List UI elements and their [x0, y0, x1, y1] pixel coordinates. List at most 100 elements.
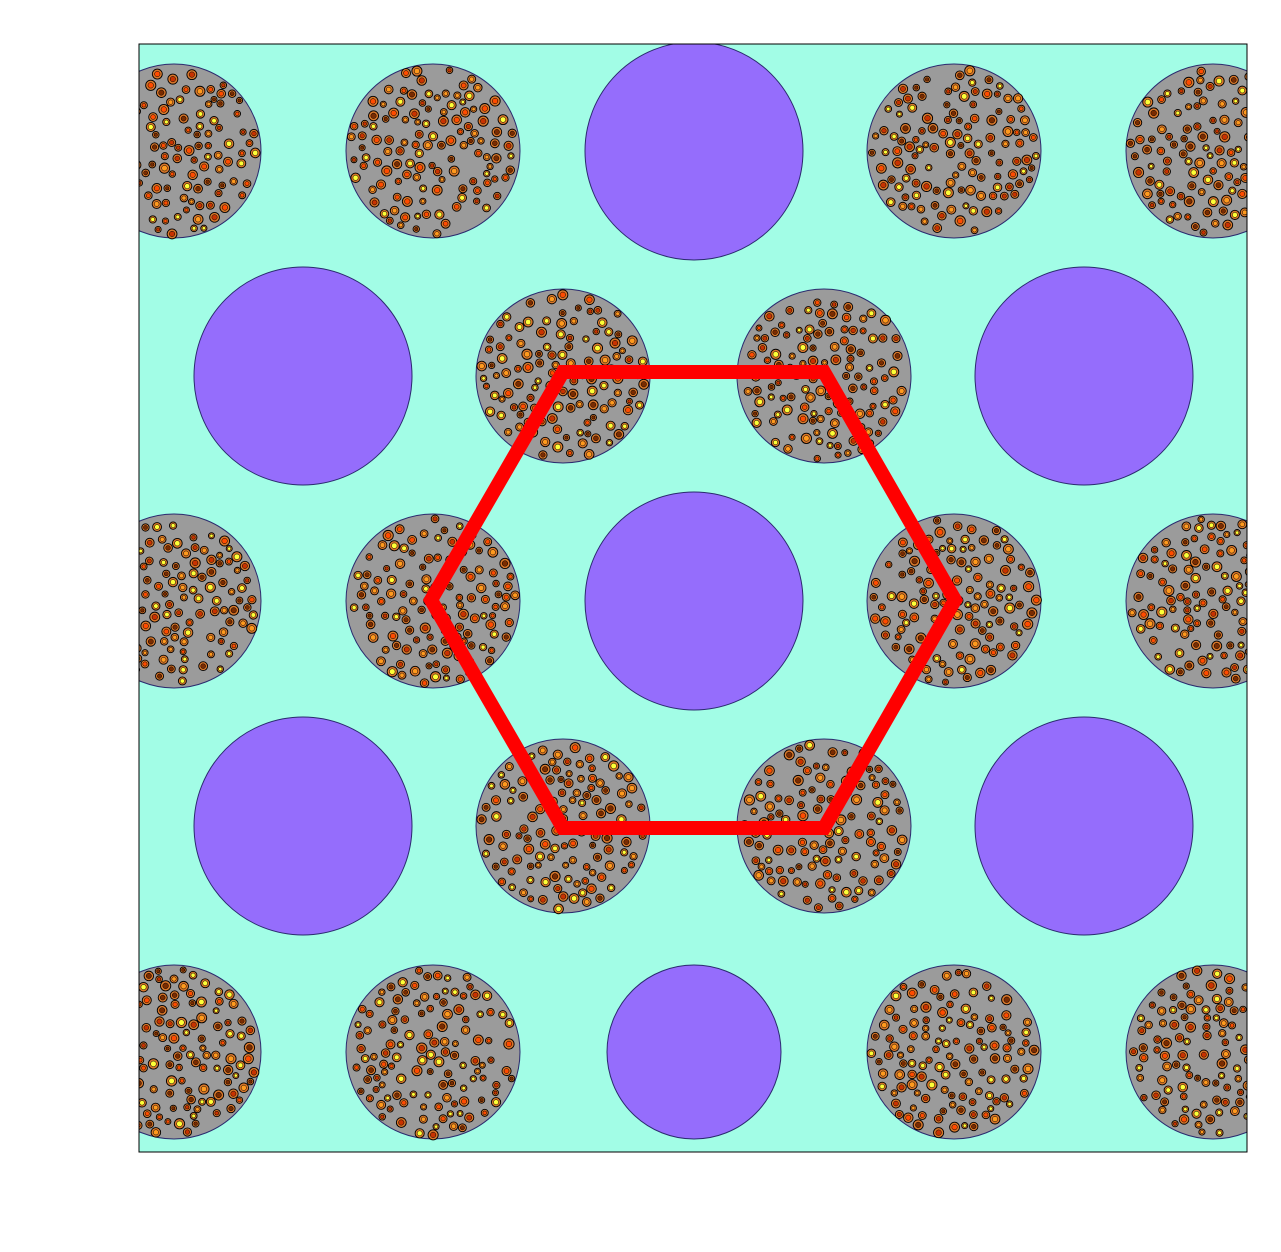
- particle-kernel: [981, 537, 987, 544]
- triso-particle: [764, 310, 775, 322]
- triso-particle: [951, 575, 963, 586]
- triso-particle: [971, 155, 981, 166]
- triso-particle: [159, 141, 168, 150]
- particle-kernel: [515, 366, 521, 371]
- triso-particle: [1198, 96, 1208, 106]
- triso-particle: [1189, 556, 1201, 568]
- triso-particle: [625, 397, 633, 405]
- triso-particle: [987, 149, 996, 157]
- particle-kernel: [186, 128, 191, 133]
- triso-particle: [869, 377, 878, 386]
- particle-kernel: [1216, 77, 1223, 85]
- triso-particle: [164, 1044, 172, 1053]
- triso-particle: [812, 762, 820, 770]
- triso-particle: [592, 327, 600, 336]
- triso-particle: [496, 410, 506, 421]
- triso-particle: [531, 383, 539, 392]
- triso-particle: [502, 312, 512, 322]
- triso-particle: [205, 1096, 216, 1107]
- particle-kernel: [407, 581, 413, 587]
- particle-kernel: [1228, 643, 1233, 648]
- particle-kernel: [393, 614, 399, 620]
- fuel-compact: [866, 63, 1042, 239]
- particle-kernel: [1135, 594, 1142, 600]
- triso-particle: [165, 1075, 178, 1087]
- particle-kernel: [1220, 597, 1225, 602]
- triso-particle: [372, 1085, 380, 1094]
- particle-kernel: [442, 221, 449, 227]
- particle-kernel: [231, 179, 236, 184]
- particle-kernel: [237, 98, 242, 103]
- particle-kernel: [940, 661, 945, 667]
- particle-kernel: [461, 142, 467, 148]
- triso-particle: [1221, 194, 1233, 206]
- particle-kernel: [1149, 164, 1154, 169]
- triso-particle: [229, 177, 238, 186]
- triso-particle: [365, 1094, 374, 1103]
- particle-kernel: [987, 135, 993, 141]
- particle-kernel: [113, 1012, 118, 1017]
- triso-particle: [1173, 108, 1182, 118]
- particle-kernel: [176, 145, 181, 150]
- triso-particle: [588, 764, 596, 773]
- particle-kernel: [548, 855, 554, 860]
- particle-kernel: [788, 394, 794, 400]
- triso-particle: [165, 1088, 175, 1098]
- triso-particle: [911, 190, 922, 201]
- triso-particle: [1240, 556, 1247, 565]
- triso-particle: [1206, 152, 1214, 160]
- triso-particle: [441, 89, 450, 98]
- triso-particle: [156, 1004, 168, 1016]
- triso-particle: [814, 308, 825, 318]
- triso-particle: [952, 521, 963, 532]
- triso-particle: [501, 829, 512, 839]
- particle-kernel: [551, 873, 559, 880]
- triso-particle: [506, 796, 515, 805]
- particle-kernel: [218, 91, 224, 97]
- triso-particle: [1217, 99, 1227, 109]
- particle-kernel: [1002, 567, 1009, 574]
- triso-particle: [419, 563, 427, 571]
- particle-kernel: [894, 353, 901, 359]
- particle-kernel: [1252, 221, 1257, 226]
- triso-particle: [988, 606, 999, 617]
- particle-kernel: [977, 670, 984, 676]
- particle-kernel: [880, 419, 886, 425]
- particle-kernel: [216, 190, 221, 196]
- triso-particle: [1233, 178, 1242, 187]
- particle-kernel: [570, 840, 576, 847]
- particle-kernel: [768, 814, 773, 819]
- particle-kernel: [146, 558, 152, 564]
- particle-kernel: [886, 106, 891, 112]
- triso-particle: [181, 548, 192, 559]
- particle-kernel: [440, 177, 444, 182]
- triso-particle: [1193, 102, 1201, 110]
- particle-kernel: [190, 587, 196, 593]
- particle-kernel: [907, 166, 914, 173]
- particle-kernel: [197, 203, 203, 209]
- particle-kernel: [165, 1119, 170, 1124]
- particle-kernel: [605, 846, 612, 853]
- particle-kernel: [930, 125, 936, 132]
- particle-kernel: [1243, 109, 1247, 116]
- triso-particle: [414, 148, 424, 158]
- triso-particle: [870, 613, 881, 624]
- triso-particle: [139, 1121, 143, 1130]
- particle-kernel: [445, 976, 450, 981]
- triso-particle: [1169, 201, 1177, 209]
- particle-kernel: [131, 94, 135, 98]
- particle-kernel: [508, 153, 513, 158]
- particle-kernel: [1193, 642, 1199, 648]
- triso-particle: [206, 554, 217, 566]
- triso-particle: [497, 114, 509, 126]
- triso-particle: [380, 1048, 391, 1058]
- triso-particle: [754, 778, 763, 786]
- particle-kernel: [177, 1065, 182, 1070]
- particle-kernel: [1186, 662, 1193, 669]
- particle-kernel: [215, 1091, 222, 1099]
- particle-kernel: [528, 395, 533, 401]
- triso-particle: [557, 289, 569, 301]
- triso-particle: [512, 854, 523, 865]
- triso-particle: [507, 128, 517, 138]
- triso-particle: [1184, 213, 1192, 221]
